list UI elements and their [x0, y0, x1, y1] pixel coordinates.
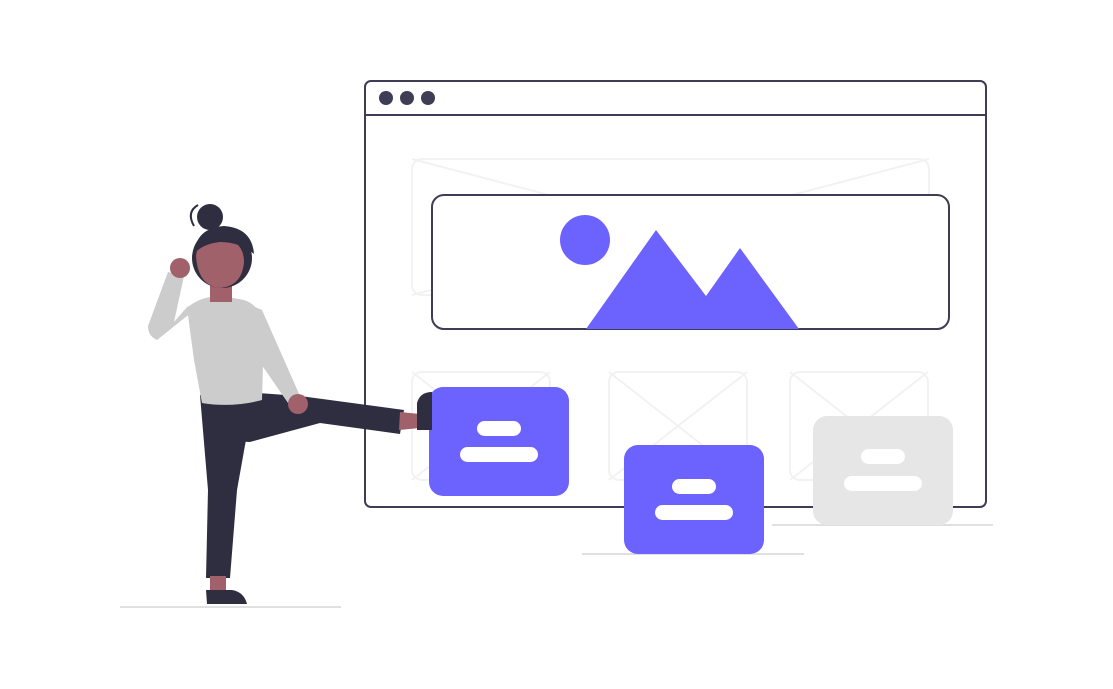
shoe-icon [206, 590, 247, 604]
floating-card-accent [624, 445, 764, 554]
hair-tie [189, 204, 199, 227]
text-lines-icon [672, 479, 716, 494]
ankle [210, 576, 226, 592]
window-dot-icon [379, 91, 393, 105]
mountain-icon [586, 230, 799, 329]
lower-hand [288, 394, 308, 414]
text-lines-icon [460, 447, 538, 462]
lower-arm [244, 302, 300, 403]
raised-arm [148, 272, 192, 340]
hair-bun [197, 204, 223, 230]
text-lines-icon [477, 421, 521, 436]
floating-card-muted [813, 416, 953, 525]
text-lines-icon [861, 449, 905, 464]
floating-card-accent [429, 387, 569, 496]
window-dot-icon [421, 91, 435, 105]
kicking-ankle [399, 412, 420, 430]
text-lines-icon [655, 505, 733, 520]
raised-hand [170, 258, 190, 278]
hair-top [194, 226, 254, 254]
kicking-shoe-icon [417, 392, 432, 430]
face [196, 237, 244, 288]
kicking-leg [205, 393, 404, 442]
window-dot-icon [400, 91, 414, 105]
shirt [187, 296, 264, 405]
hero-image-placeholder-icon [431, 194, 950, 330]
person-kicking-icon [148, 204, 432, 604]
sun-icon [560, 215, 610, 265]
text-lines-icon [844, 476, 922, 491]
